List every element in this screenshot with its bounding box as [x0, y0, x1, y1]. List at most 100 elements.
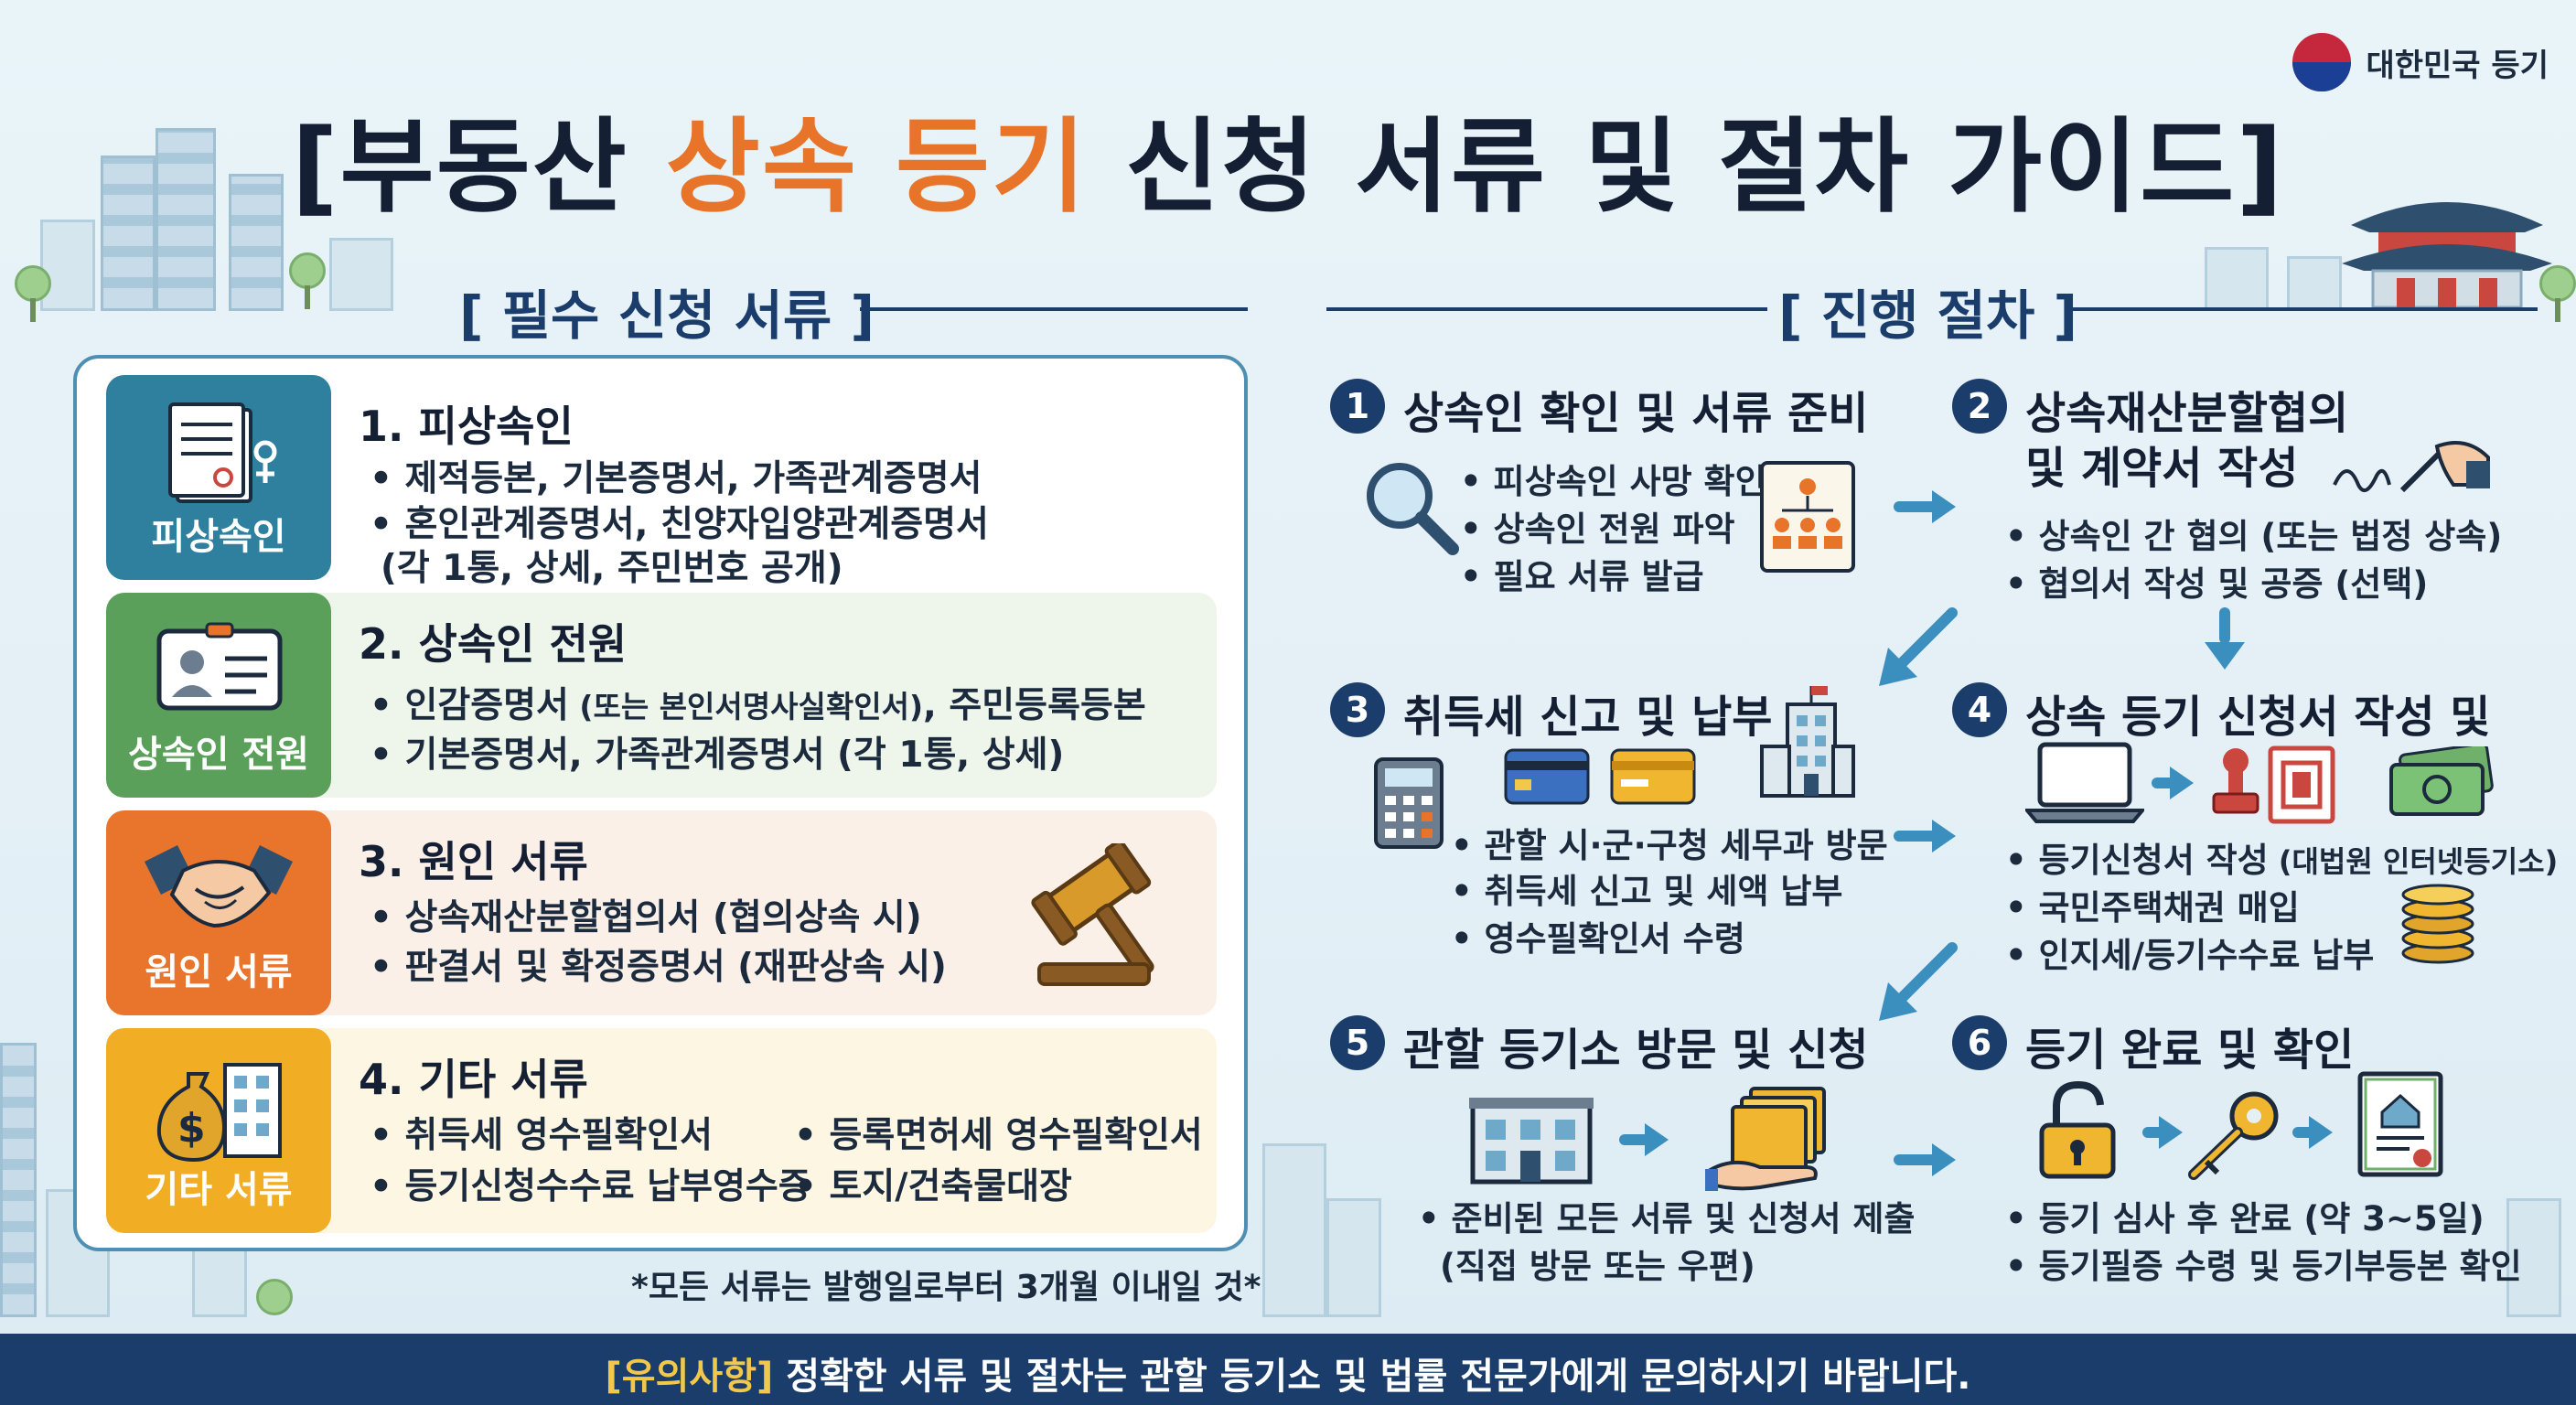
document-title: 1. 피상속인	[359, 402, 574, 451]
stamp-icon	[2210, 743, 2338, 829]
document-line-rest: , 주민등록등본	[923, 685, 1146, 726]
document-gender-icon	[165, 401, 284, 514]
document-row-3: 원인 서류 3. 원인 서류 상속재산분할협의서 (협의상속 시) 판결서 및 …	[106, 810, 1217, 1015]
footer-notice: [유의사항] 정확한 서류 및 절차는 관할 등기소 및 법률 전문가에게 문의…	[0, 1346, 2576, 1400]
step-title: 상속인 확인 및 서류 준비	[1403, 388, 1869, 439]
arrow-right-icon	[2142, 1116, 2183, 1149]
arrow-right-icon	[1619, 1123, 1669, 1156]
step-line: 협의서 작성 및 공증 (선택)	[2005, 556, 2429, 606]
documents-footnote: *모든 서류는 발행일로부터 3개월 이내일 것*	[631, 1269, 1261, 1306]
badge-deceased: 피상속인	[106, 375, 331, 580]
government-brand: 대한민국 등기	[2292, 33, 2549, 91]
badge-heirs: 상속인 전원	[106, 593, 331, 798]
document-line: 혼인관계증명서, 친양자입양관계증명서	[370, 496, 989, 547]
badge-cause: 원인 서류	[106, 810, 331, 1015]
money-bag-building-icon: $	[152, 1046, 289, 1169]
step-line: 상속인 간 협의 (또는 법정 상속)	[2005, 509, 2503, 558]
step-number: 3	[1330, 682, 1385, 737]
step-title: 및 계약서 작성	[2025, 443, 2299, 494]
flow-arrow-diagonal-icon	[1875, 942, 1958, 1028]
org-name: 대한민국 등기	[2366, 47, 2549, 84]
step-line-note: (대법원 인터넷등기소)	[2268, 844, 2559, 879]
arrow-right-icon	[2152, 767, 2194, 799]
documents-heading: [ 필수 신청 서류 ]	[459, 284, 875, 347]
documents-heading-line	[860, 307, 1248, 311]
document-line: (각 1통, 상세, 주민번호 공개)	[381, 548, 843, 589]
signing-hand-icon	[2329, 430, 2494, 507]
step-line: 등기필증 수령 및 등기부등본 확인	[2005, 1239, 2522, 1288]
step-number: 5	[1330, 1015, 1385, 1070]
document-title: 2. 상속인 전원	[359, 619, 628, 669]
credit-card-icon	[1504, 748, 1590, 809]
calculator-icon	[1372, 756, 1445, 854]
document-line: 판결서 및 확정증명서 (재판상속 시)	[370, 938, 947, 990]
family-tree-scroll-icon	[1749, 457, 1868, 580]
title-accent: 상속 등기	[665, 108, 1088, 227]
step-line: 국민주택채권 매입	[2005, 880, 2300, 929]
title-part-2: 신청 서류 및 절차 가이드]	[1087, 108, 2285, 227]
badge-label: 기타 서류	[145, 1169, 293, 1211]
coin-stack-icon	[2397, 882, 2479, 968]
document-line: 인감증명서 (또는 본인서명사실확인서), 주민등록등본	[370, 677, 1146, 728]
document-line: 제적등본, 기본증명서, 가족관계증명서	[370, 450, 982, 501]
step-title: 관할 등기소 방문 및 신청	[1403, 1024, 1869, 1076]
gold-card-icon	[1610, 748, 1696, 809]
step-line: 필요 서류 발급	[1460, 549, 1704, 598]
step-line: 인지세/등기수수료 납부	[2005, 928, 2375, 977]
gavel-icon	[1021, 839, 1176, 993]
step-line: 등기신청서 작성 (대법원 인터넷등기소)	[2005, 832, 2559, 882]
arrow-right-icon	[2292, 1116, 2333, 1149]
step-line: 피상속인 사망 확인	[1460, 454, 1766, 503]
badge-label: 원인 서류	[145, 951, 293, 993]
cash-icon	[2384, 742, 2494, 823]
documents-panel: 피상속인 1. 피상속인 제적등본, 기본증명서, 가족관계증명서 혼인관계증명…	[73, 355, 1248, 1251]
document-line-note: (또는 본인서명사실확인서)	[568, 689, 924, 724]
page-title: [부동산 상속 등기 신청 서류 및 절차 가이드]	[0, 84, 2576, 232]
document-line: 기본증명서, 가족관계증명서 (각 1통, 상세)	[370, 726, 1065, 778]
footer-banner: [유의사항] 정확한 서류 및 절차는 관할 등기소 및 법률 전문가에게 문의…	[0, 1334, 2576, 1405]
step-title: 상속 등기 신청서 작성 및	[2025, 692, 2491, 743]
footer-label: [유의사항]	[605, 1356, 774, 1398]
procedure-heading-line-left	[1326, 307, 1767, 311]
document-title: 3. 원인 서류	[359, 837, 588, 886]
flow-arrow-diagonal-icon	[1875, 607, 1958, 693]
certificate-icon	[2355, 1070, 2446, 1184]
document-line: 등록면허세 영수필확인서	[794, 1107, 1203, 1158]
badge-label: 피상속인	[151, 516, 286, 558]
badge-other: $ 기타 서류	[106, 1028, 331, 1233]
step-line: 관할 시·군·구청 세무과 방문	[1451, 818, 1888, 867]
step-title: 취득세 신고 및 납부	[1403, 692, 1773, 743]
step-line: 영수필확인서 수령	[1451, 911, 1745, 960]
step-number: 4	[1952, 682, 2007, 737]
flow-arrow-3-4-icon	[1894, 820, 1956, 853]
step-line: 취득세 신고 및 세액 납부	[1451, 863, 1843, 913]
palace-illustration	[2342, 161, 2552, 316]
document-line: 토지/건축물대장	[794, 1158, 1072, 1209]
document-line: 상속재산분할협의서 (협의상속 시)	[370, 889, 922, 940]
document-row-2: 상속인 전원 2. 상속인 전원 인감증명서 (또는 본인서명사실확인서), 주…	[106, 593, 1217, 798]
taegeuk-logo-icon	[2292, 33, 2352, 91]
flow-arrow-5-6-icon	[1894, 1143, 1956, 1176]
magnifier-icon	[1359, 456, 1460, 560]
title-part-1: [부동산	[291, 108, 666, 227]
step-line-main: 등기신청서 작성	[2038, 841, 2269, 880]
step-number: 2	[1952, 379, 2007, 434]
footer-text: 정확한 서류 및 절차는 관할 등기소 및 법률 전문가에게 문의하시기 바랍니…	[773, 1356, 1971, 1398]
step-number: 6	[1952, 1015, 2007, 1070]
step-title: 등기 완료 및 확인	[2025, 1024, 2355, 1076]
document-line: 등기신청수수료 납부영수증	[370, 1158, 811, 1209]
unlock-icon	[2036, 1079, 2119, 1184]
step-line: 등기 심사 후 완료 (약 3~5일)	[2005, 1191, 2485, 1240]
handshake-icon	[141, 834, 296, 948]
registry-office-icon	[1467, 1094, 1595, 1189]
document-line-main: 인감증명서	[404, 685, 569, 726]
step-title: 상속재산분할협의	[2025, 388, 2349, 439]
key-icon	[2184, 1089, 2285, 1184]
laptop-icon	[2023, 741, 2147, 827]
document-line: 취득세 영수필확인서	[370, 1107, 714, 1158]
document-row-4: $ 기타 서류 4. 기타 서류 취득세 영수필확인서 등록면허세 영수필확인서…	[106, 1028, 1217, 1233]
flow-arrow-down-icon	[2205, 607, 2245, 675]
svg-text:$: $	[177, 1105, 206, 1152]
step-line: 상속인 전원 파악	[1460, 501, 1735, 551]
id-card-icon	[156, 622, 284, 717]
